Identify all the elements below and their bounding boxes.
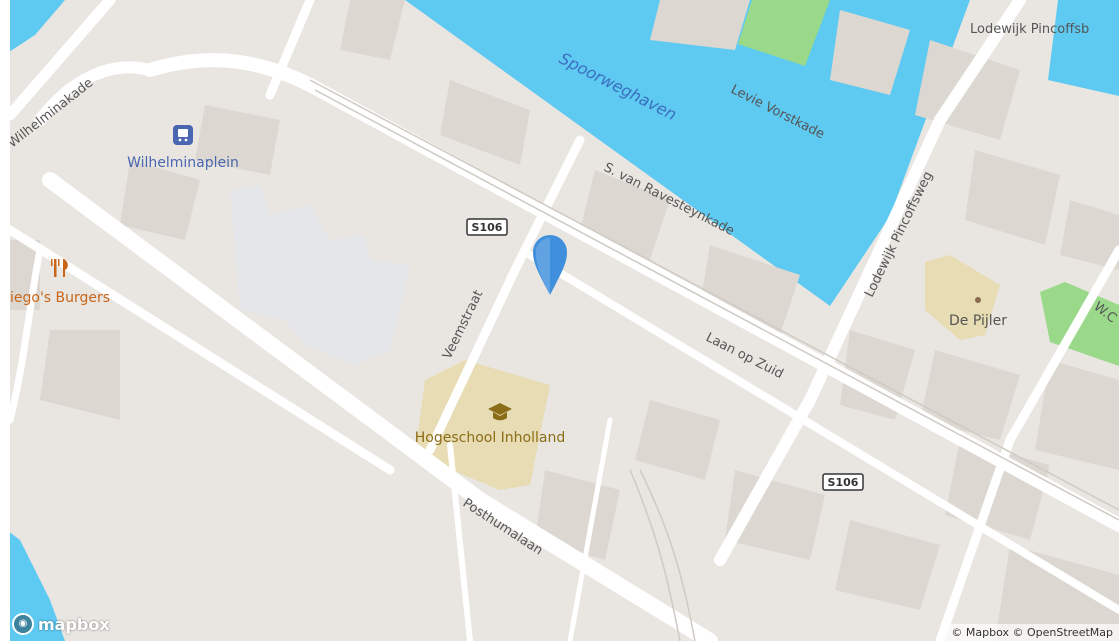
de-pijler-area	[925, 255, 1000, 340]
svg-text:S106: S106	[828, 476, 859, 489]
road-shield-s106-b: S106	[822, 473, 864, 491]
graduation-cap-icon	[488, 403, 512, 421]
poi-diegos-burgers[interactable]: iego's Burgers	[10, 259, 110, 306]
restaurant-icon	[51, 259, 68, 277]
mapbox-logo-text: mapbox	[38, 614, 110, 634]
large-building	[230, 185, 410, 365]
mapbox-logo[interactable]: ◉ mapbox	[12, 613, 110, 635]
svg-text:Wilhelminaplein: Wilhelminaplein	[127, 155, 239, 171]
dot-icon	[975, 297, 981, 303]
poi-de-pijler[interactable]: De Pijler	[949, 297, 1007, 329]
water-spoorweghaven	[405, 0, 970, 306]
poi-wilhelminaplein[interactable]: Wilhelminaplein	[127, 125, 239, 171]
water-top-right	[1048, 0, 1119, 96]
mapbox-logo-icon: ◉	[12, 613, 34, 635]
rail-tracks	[309, 79, 1119, 641]
poi-hogeschool-inholland[interactable]: Hogeschool Inholland	[415, 403, 566, 446]
svg-text:Hogeschool Inholland: Hogeschool Inholland	[415, 430, 566, 446]
water-top-left	[10, 0, 65, 52]
attribution[interactable]: © Mapbox © OpenStreetMap	[945, 624, 1119, 641]
svg-text:De Pijler: De Pijler	[949, 313, 1007, 329]
road-shield-s106-a: S106	[466, 218, 508, 236]
svg-text:S106: S106	[472, 221, 503, 234]
train-station-icon	[173, 125, 193, 145]
park-top	[738, 0, 830, 66]
svg-text:iego's Burgers: iego's Burgers	[10, 290, 110, 306]
map-svg: S106 S106 Wilhelminakade Spoorweghaven L…	[10, 0, 1119, 641]
location-pin-icon[interactable]	[533, 235, 567, 295]
map-canvas[interactable]: S106 S106 Wilhelminakade Spoorweghaven L…	[10, 0, 1119, 641]
label-lodewijk-pincoffs-top: Lodewijk Pincoffsb	[970, 22, 1089, 37]
roads	[10, 0, 1119, 641]
